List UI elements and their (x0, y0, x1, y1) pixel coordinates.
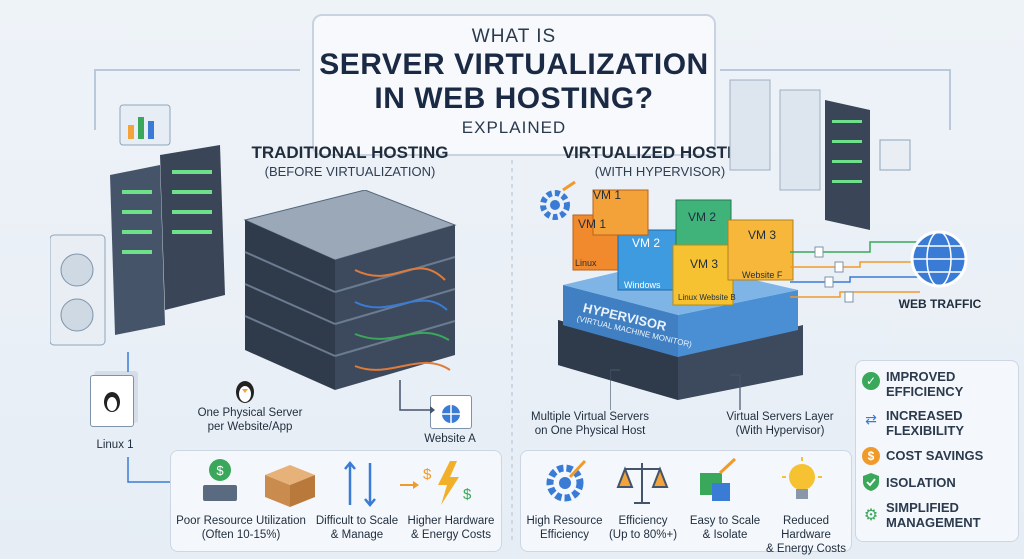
check-icon: ✓ (862, 372, 880, 390)
gear-refresh-icon (540, 180, 576, 220)
vm-label-5: VM 3 (690, 257, 719, 271)
benefit-label-2: Efficiency (Up to 80%+) (608, 515, 678, 541)
connector-arrow-icon (399, 380, 435, 414)
linux-document-icon (90, 375, 134, 427)
box-icon (265, 465, 315, 507)
vm-label-6: VM 3 (748, 228, 777, 242)
vm-label-1: VM 1 (593, 188, 622, 202)
traditional-title: TRADITIONAL HOSTING (251, 143, 449, 162)
linux-penguin-icon (230, 376, 260, 403)
virtualized-title: VIRTUALIZED HOSTING (562, 143, 758, 162)
benefit-improved-efficiency: IMPROVED EFFICIENCY (886, 369, 964, 399)
lightning-money-icon: $ $ (400, 461, 472, 505)
vm-sub-website-b: Linux Website B (678, 293, 736, 302)
traditional-server-caption: One Physical Server per Website/App (197, 407, 303, 433)
virtualized-caption-right: Virtual Servers Layer (With Hypervisor) (726, 411, 834, 437)
issue-label-2: Difficult to Scale & Manage (315, 515, 399, 541)
website-a-label: Website A (424, 433, 476, 445)
gear-icon: ⚙ (863, 507, 879, 524)
vm-cube-3 (592, 189, 649, 236)
hypervisor-host-diagram (558, 189, 803, 400)
svg-text:$: $ (423, 466, 432, 483)
svg-text:$: $ (216, 463, 224, 478)
traditional-issues-icons: $ $ $ (203, 459, 472, 507)
scale-arrows-icon (344, 461, 376, 507)
vm-label-2: VM 1 (578, 217, 607, 231)
vm-cube-4 (675, 199, 732, 246)
globe-icon (910, 230, 968, 288)
vm-sub-website-f: Website F (742, 270, 783, 280)
title-box: WHAT IS SERVER VIRTUALIZATION IN WEB HOS… (312, 14, 716, 156)
traditional-subtitle: (BEFORE VIRTUALIZATION) (264, 164, 436, 179)
balance-icon (616, 463, 669, 504)
vm-cube-5 (672, 244, 734, 306)
issue-label-1: Poor Resource Utilization (Often 10-15%) (176, 515, 306, 541)
benefit-simplified-management: SIMPLIFIED MANAGEMENT (886, 500, 981, 530)
arrows-icon: ⇄ (865, 411, 877, 427)
virtualized-caption-left: Multiple Virtual Servers on One Physical… (530, 411, 650, 437)
title-line3: IN WEB HOSTING? (374, 82, 654, 115)
vm-cube-2 (617, 229, 679, 291)
web-traffic-label: WEB TRAFFIC (898, 297, 982, 311)
benefit-cost-savings: COST SAVINGS (886, 448, 984, 463)
svg-text:$: $ (463, 486, 472, 503)
server-racks-left-icon (50, 104, 225, 346)
server-racks-right-icon (729, 79, 911, 230)
vm-sub-linux: Linux (575, 258, 597, 268)
vm-sub-windows: Windows (624, 280, 661, 290)
benefit-label-3: Easy to Scale & Isolate (689, 515, 761, 541)
title-line1: WHAT IS (471, 26, 557, 47)
money-server-icon: $ (203, 459, 237, 501)
title-line4: EXPLAINED (461, 118, 567, 137)
vm-label-4: VM 2 (688, 210, 717, 224)
physical-server-stack-icon (243, 190, 457, 390)
caption-pointers (610, 369, 741, 410)
benefit-label-4: Reduced Hardware & Energy Costs (766, 515, 846, 555)
vm-label-3: VM 2 (632, 236, 661, 250)
linux-1-label: Linux 1 (96, 439, 134, 451)
website-a-icon (430, 395, 472, 429)
virtualized-subtitle: (WITH HYPERVISOR) (594, 164, 726, 179)
issue-label-3: Higher Hardware & Energy Costs (407, 515, 495, 541)
virtualized-benefits-icons (546, 457, 822, 504)
title-line2: SERVER VIRTUALIZATION (319, 48, 709, 81)
benefit-isolation: ISOLATION (886, 475, 956, 490)
benefit-label-1: High Resource Efficiency (526, 515, 603, 541)
dollar-icon: $ (862, 447, 880, 465)
traffic-lines-icon (790, 241, 920, 303)
benefit-increased-flexibility: INCREASED FLEXIBILITY (886, 408, 964, 438)
scale-up-icon (700, 457, 737, 501)
gear-arrow-icon (546, 459, 587, 502)
shield-icon (863, 473, 879, 491)
vm-cube-6 (727, 219, 794, 281)
bulb-icon (782, 457, 822, 499)
benefits-panel (855, 360, 1019, 542)
